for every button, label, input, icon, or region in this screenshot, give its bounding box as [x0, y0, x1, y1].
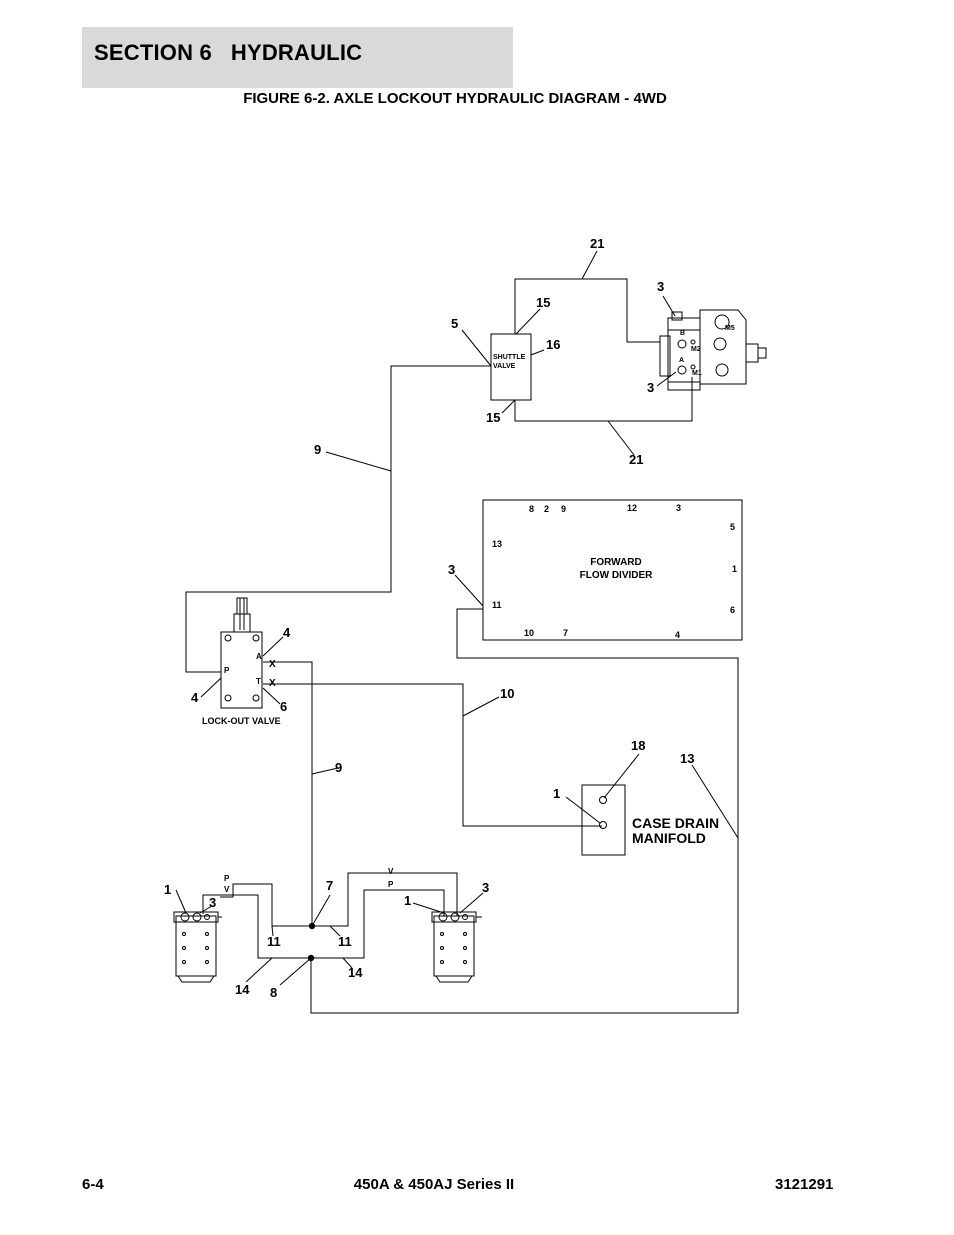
shuttle-valve-label-1: SHUTTLE	[493, 354, 526, 361]
fd-port-6: 6	[730, 605, 735, 615]
fd-port-8: 8	[529, 504, 534, 514]
pump-port-b: B	[680, 330, 685, 337]
flow-divider-label-2: FLOW DIVIDER	[580, 570, 654, 581]
callout-1-right: 1	[404, 893, 411, 908]
callout-3-pump-bottom: 3	[647, 380, 654, 395]
hose-11	[220, 872, 458, 927]
callout-11-left: 11	[267, 934, 281, 949]
left-cyl-port-p: P	[224, 874, 230, 883]
case-drain-port-18	[599, 796, 607, 804]
callout-21-top: 21	[590, 236, 604, 251]
fd-port-13: 13	[492, 539, 502, 549]
case-drain-manifold	[581, 784, 626, 856]
callout-10: 10	[500, 686, 514, 701]
callout-9-upper: 9	[314, 442, 321, 457]
lockout-valve	[220, 597, 263, 709]
case-drain-label-2: MANIFOLD	[632, 830, 706, 846]
leader-lines	[175, 250, 739, 986]
callout-14-left: 14	[235, 982, 250, 997]
hose-9-lower	[263, 661, 313, 926]
tee-junction-lower	[307, 954, 315, 962]
hose-21-top	[514, 278, 660, 343]
hose-13	[310, 608, 739, 1014]
figure-title-text: FIGURE 6-2. AXLE LOCKOUT HYDRAULIC DIAGR…	[243, 90, 667, 107]
fd-port-1: 1	[732, 564, 737, 574]
fd-port-12: 12	[627, 503, 637, 513]
lockout-port-t: T	[256, 677, 261, 686]
pump-port-m1: M1	[692, 370, 702, 377]
callout-18: 18	[631, 738, 645, 753]
callout-1-drain: 1	[553, 786, 560, 801]
fd-port-3: 3	[676, 503, 681, 513]
fd-port-5: 5	[730, 522, 735, 532]
callout-21-bottom: 21	[629, 452, 643, 467]
pump-port-m5: M5	[725, 325, 735, 332]
fd-port-11: 11	[492, 600, 502, 610]
fd-port-10: 10	[524, 628, 534, 638]
left-cyl-port-v: V	[224, 885, 230, 894]
right-cyl-port-v: V	[388, 867, 394, 876]
callout-4-upper: 4	[283, 625, 291, 640]
lockout-valve-label: LOCK-OUT VALVE	[202, 716, 281, 726]
footer-center: 450A & 450AJ Series II	[0, 1176, 954, 1193]
case-drain-label-1: CASE DRAIN	[632, 815, 719, 831]
lockout-port-x2: X	[269, 678, 276, 689]
callout-11-right: 11	[338, 934, 352, 949]
case-drain-port-1	[599, 821, 607, 829]
fd-port-2: 2	[544, 504, 549, 514]
section-title: SECTION 6 HYDRAULIC	[94, 40, 363, 65]
page-number: 6-4	[82, 1176, 104, 1193]
hose-10	[263, 683, 602, 827]
callout-3-right: 3	[482, 880, 489, 895]
lockout-port-p: P	[224, 666, 230, 675]
callout-3-divider: 3	[448, 562, 455, 577]
shuttle-valve	[490, 333, 532, 401]
callout-13: 13	[680, 751, 694, 766]
right-lockout-cylinder	[431, 911, 482, 983]
fd-port-9: 9	[561, 504, 566, 514]
hose-21-bottom	[514, 377, 693, 422]
fd-port-4: 4	[675, 630, 680, 640]
pump-port-m2: M2	[691, 346, 701, 353]
pump-port-a: A	[679, 357, 684, 364]
lockout-port-x1: X	[269, 659, 276, 670]
forward-flow-divider	[482, 499, 743, 641]
hydraulic-pump	[659, 309, 767, 391]
lockout-port-a: A	[256, 652, 262, 661]
hose-9-upper	[185, 365, 491, 673]
figure-title: FIGURE 6-2. AXLE LOCKOUT HYDRAULIC DIAGR…	[0, 90, 954, 107]
callout-3-left: 3	[209, 895, 216, 910]
callout-6: 6	[280, 699, 287, 714]
fd-port-7: 7	[563, 628, 568, 638]
right-cyl-port-p: P	[388, 880, 394, 889]
tee-junction-upper	[308, 922, 316, 930]
callout-8: 8	[270, 985, 277, 1000]
callout-9-lower: 9	[335, 760, 342, 775]
callout-15-bottom: 15	[486, 410, 500, 425]
section-header-band	[82, 27, 513, 88]
callout-16: 16	[546, 337, 560, 352]
flow-divider-label-1: FORWARD	[590, 557, 641, 568]
model-name: 450A & 450AJ Series II	[353, 1176, 515, 1193]
callout-15-top: 15	[536, 295, 550, 310]
callout-1-left: 1	[164, 882, 171, 897]
callout-14-right: 14	[348, 965, 363, 980]
callout-4-lower: 4	[191, 690, 199, 705]
shuttle-valve-label-2: VALVE	[493, 363, 516, 370]
callout-7: 7	[326, 878, 333, 893]
callout-3-pump-top: 3	[657, 279, 664, 294]
left-lockout-cylinder	[173, 911, 222, 983]
doc-number: 3121291	[775, 1176, 834, 1193]
callout-5: 5	[451, 316, 458, 331]
